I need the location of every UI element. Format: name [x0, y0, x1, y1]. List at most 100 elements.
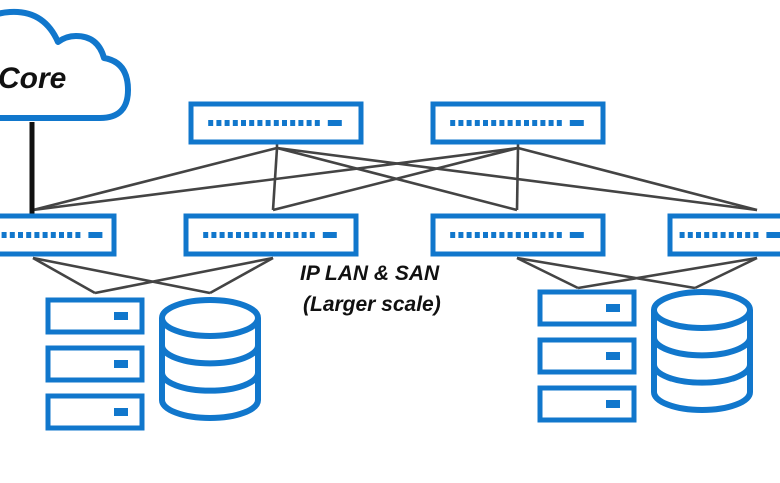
- server-left-1: [45, 297, 145, 335]
- database-icon-right: [651, 289, 753, 413]
- switch-port: [249, 120, 255, 126]
- link-leaf-1-server-2: [32, 256, 211, 295]
- server-led: [114, 408, 128, 416]
- switch-port: [1, 232, 7, 238]
- database-top: [159, 297, 261, 339]
- link-spine-1-leaf-1: [32, 146, 278, 212]
- switch-port: [532, 120, 538, 126]
- switch-port: [282, 120, 287, 126]
- switch-port: [532, 232, 538, 238]
- link-leaf-1-server-1: [32, 256, 96, 295]
- database-band-1: [159, 344, 261, 367]
- caption-line-1: IP LAN & SAN: [300, 262, 440, 285]
- switch-port: [309, 232, 315, 238]
- switch-port: [298, 120, 304, 126]
- switch-port: [290, 120, 296, 126]
- link-leaf-3-server-1: [516, 256, 579, 290]
- switch-port: [474, 232, 480, 238]
- server-body: [537, 337, 637, 375]
- database-top: [651, 289, 753, 331]
- leaf-switch-4: [667, 213, 780, 257]
- switch-port: [491, 120, 497, 126]
- switch-body: [0, 213, 117, 257]
- server-led: [606, 400, 620, 408]
- switch-port: [285, 232, 291, 238]
- switch-port: [244, 232, 250, 238]
- switch-port: [232, 120, 238, 126]
- switch-port: [540, 120, 546, 126]
- switch-port: [524, 232, 529, 238]
- switch-port: [273, 120, 279, 126]
- switch-port: [26, 232, 32, 238]
- link-leaf-3-server-2: [516, 256, 696, 290]
- switch-uplink-port: [766, 232, 780, 238]
- link-spine-2-leaf-3: [515, 147, 520, 211]
- cloud-icon: [0, 8, 131, 121]
- switch-port: [524, 120, 529, 126]
- switch-port: [34, 232, 40, 238]
- switch-port: [9, 232, 15, 238]
- switch-port: [507, 232, 513, 238]
- database-band-1: [651, 336, 753, 359]
- switch-port: [499, 232, 505, 238]
- switch-port: [745, 232, 751, 238]
- leaf-switch-1: [0, 213, 117, 257]
- switch-port: [18, 232, 23, 238]
- link-layer: [29, 122, 758, 295]
- device-layer: [0, 8, 780, 431]
- switch-port: [293, 232, 299, 238]
- server-right-3: [537, 385, 637, 423]
- switch-port: [548, 120, 554, 126]
- spine-switch-2: [430, 101, 606, 145]
- switch-uplink-port: [569, 120, 584, 126]
- switch-ports: [450, 232, 584, 238]
- link-spine-2-leaf-2: [272, 146, 519, 212]
- server-left-3: [45, 393, 145, 431]
- switch-port: [483, 120, 488, 126]
- server-right-2: [537, 337, 637, 375]
- link-spine-2-leaf-1: [32, 146, 519, 212]
- database-band-2: [651, 364, 753, 386]
- switch-port: [458, 120, 464, 126]
- database-body: [159, 318, 261, 421]
- link-leaf-4-server-1: [577, 256, 758, 290]
- switch-uplink-port: [322, 232, 337, 238]
- switch-uplink-port: [88, 232, 103, 238]
- link-leaf-4-server-2: [694, 256, 758, 290]
- switch-port: [42, 232, 48, 238]
- server-led: [114, 360, 128, 368]
- server-led: [606, 352, 620, 360]
- switch-port: [507, 120, 513, 126]
- core-label: Core: [0, 62, 67, 95]
- switch-port: [679, 232, 685, 238]
- switch-ports: [450, 120, 584, 126]
- switch-port: [458, 232, 464, 238]
- switch-port: [59, 232, 64, 238]
- switch-port: [268, 232, 274, 238]
- switch-port: [241, 120, 246, 126]
- switch-port: [314, 120, 320, 126]
- switch-port: [556, 120, 562, 126]
- spine-switch-1: [188, 101, 364, 145]
- switch-port: [466, 120, 472, 126]
- server-led: [606, 304, 620, 312]
- switch-port: [696, 232, 701, 238]
- switch-port: [203, 232, 209, 238]
- server-led: [114, 312, 128, 320]
- switch-port: [219, 232, 225, 238]
- switch-port: [450, 232, 456, 238]
- server-right-1: [537, 289, 637, 327]
- switch-port: [466, 232, 472, 238]
- server-body: [537, 289, 637, 327]
- switch-ports: [679, 232, 780, 238]
- switch-port: [712, 232, 718, 238]
- switch-port: [540, 232, 546, 238]
- switch-port: [67, 232, 73, 238]
- switch-port: [265, 120, 271, 126]
- switch-port: [483, 232, 488, 238]
- server-body: [45, 393, 145, 431]
- switch-ports: [1, 232, 103, 238]
- leaf-switch-3: [430, 213, 606, 257]
- switch-port: [224, 120, 230, 126]
